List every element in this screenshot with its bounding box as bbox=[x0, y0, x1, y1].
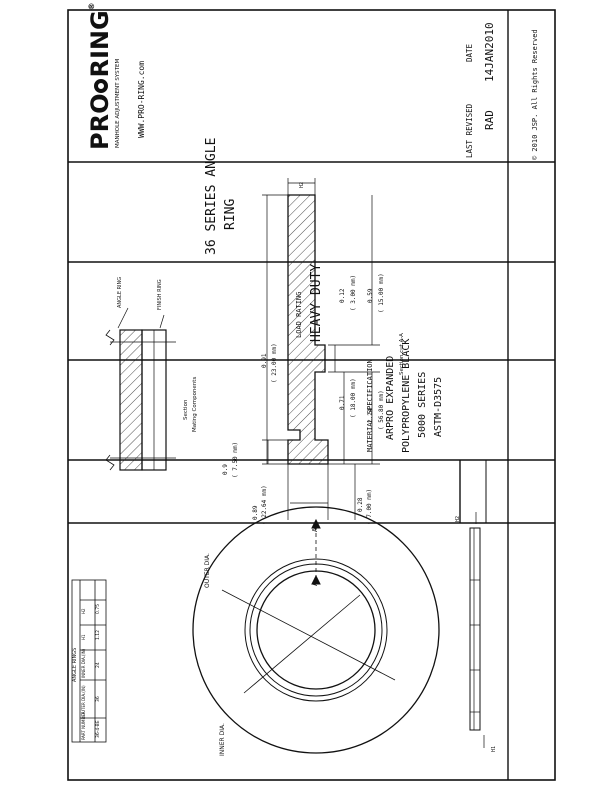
load-rating-value: HEAVY DUTY bbox=[309, 263, 324, 342]
dim-028-mm: ( 7.00 mm) bbox=[366, 488, 373, 525]
table-cell-inner: 24 bbox=[96, 662, 101, 668]
dim-091-in: 0.91 bbox=[261, 353, 268, 368]
finish-ring-leader bbox=[159, 314, 165, 329]
angle-ring-label: ANGLE RING bbox=[117, 276, 123, 308]
cut-label-bottom: A bbox=[311, 581, 319, 586]
dim-09-in: 0.9 bbox=[222, 464, 229, 475]
date-label: DATE bbox=[465, 43, 474, 62]
material-label: MATERIAL SPECIFICATION bbox=[366, 359, 374, 452]
mating-caption-line2: Mating Components bbox=[192, 376, 198, 432]
brand-ring-icon bbox=[94, 78, 108, 93]
table-header-h2: H2 bbox=[81, 608, 86, 614]
inner-dia-leader bbox=[243, 594, 361, 694]
section-cut-caption: Section cut A-A bbox=[399, 333, 405, 375]
last-revised-value: RAD bbox=[483, 110, 496, 130]
sheet-border bbox=[67, 9, 556, 781]
material-line-3: 5000 SERIES bbox=[417, 371, 428, 438]
section-profile bbox=[287, 194, 329, 465]
dim-224-in: 2.24 bbox=[367, 408, 374, 423]
dim-089-in: 0.89 bbox=[252, 505, 259, 520]
brand-reg: ® bbox=[87, 2, 96, 11]
title-line1: 36 SERIES ANGLE bbox=[204, 137, 219, 255]
table-cell-h1: 1.12 bbox=[96, 629, 101, 640]
dim-071-in: 0.71 bbox=[339, 395, 346, 410]
cut-arrow bbox=[311, 518, 321, 529]
angle-ring-leader bbox=[117, 307, 129, 329]
brand-website: WWW.PRO-RING.com bbox=[137, 60, 146, 138]
table-cell-outer: 36 bbox=[96, 696, 101, 702]
plan-h2-label: H2 bbox=[455, 515, 461, 522]
copyright: © 2010 JSP. All Rights Reserved bbox=[531, 29, 539, 160]
load-rating-label: LOAD RATING bbox=[295, 291, 303, 338]
finish-ring-label: FINISH RING bbox=[157, 279, 163, 310]
dim-071-mm: ( 18.00 mm) bbox=[350, 378, 357, 418]
brand-logo: PRO RING® bbox=[86, 2, 114, 150]
dim-012-in: 0.12 bbox=[339, 288, 346, 303]
outer-dia-label: OUTER DIA. bbox=[204, 553, 211, 588]
title-line2: RING bbox=[223, 198, 238, 230]
plan-h1-label: H1 bbox=[491, 745, 497, 752]
dim-224-mm: ( 56.80 mm) bbox=[378, 390, 385, 430]
table-cell-h2: 0.75 bbox=[96, 603, 101, 614]
title-block bbox=[68, 10, 555, 780]
table-header-outer: OUTER DIA.(IN) bbox=[81, 685, 86, 716]
last-revised-label: LAST REVISED bbox=[465, 103, 474, 158]
brand-pro: PRO bbox=[86, 93, 114, 150]
section-cut-view bbox=[262, 178, 380, 520]
section-h2-label: H2 bbox=[299, 181, 305, 188]
table-cell-part: 36-4-BE bbox=[96, 720, 101, 738]
ring-side-view bbox=[469, 512, 485, 748]
table-title: ANGLE RINGS bbox=[72, 647, 78, 682]
outer-dia-leader bbox=[221, 589, 396, 681]
material-line-1: ARPRO EXPANDED bbox=[385, 355, 396, 440]
table-header-inner: INNER DIA.(IN) bbox=[81, 648, 86, 678]
date-value: 14JAN2010 bbox=[483, 22, 496, 82]
step-circle-outer bbox=[244, 558, 388, 702]
dim-091-mm: ( 23.00 mm) bbox=[271, 343, 278, 383]
inner-dia-label: INNER DIA. bbox=[219, 723, 226, 756]
angle-rings-table bbox=[71, 579, 107, 743]
angle-ring-part bbox=[119, 329, 143, 471]
cut-arrow-2 bbox=[311, 574, 321, 585]
dim-089-mm: ( 22.64 mm) bbox=[261, 485, 268, 525]
dim-059-in: 0.59 bbox=[367, 288, 374, 303]
cut-label-top: A bbox=[311, 527, 319, 532]
mating-caption-line1: Section bbox=[183, 399, 189, 420]
dim-09-mm: ( 7.50 mm) bbox=[232, 441, 239, 478]
dim-059-mm: ( 15.00 mm) bbox=[378, 273, 385, 313]
inner-circle bbox=[256, 570, 376, 690]
side-view-body bbox=[469, 527, 481, 731]
brand-ring: RING bbox=[86, 10, 114, 78]
dim-028-in: 0.28 bbox=[357, 497, 364, 512]
mating-components-view bbox=[105, 307, 176, 471]
ring-plan-view bbox=[192, 506, 440, 754]
dim-012-mm: ( 3.00 mm) bbox=[350, 274, 357, 311]
outer-circle bbox=[192, 506, 440, 754]
table-header-h1: H1 bbox=[81, 634, 86, 640]
material-line-4: ASTM-D3575 bbox=[433, 376, 444, 437]
brand-tagline: MANHOLE ADJUSTMENT SYSTEM bbox=[115, 58, 121, 148]
